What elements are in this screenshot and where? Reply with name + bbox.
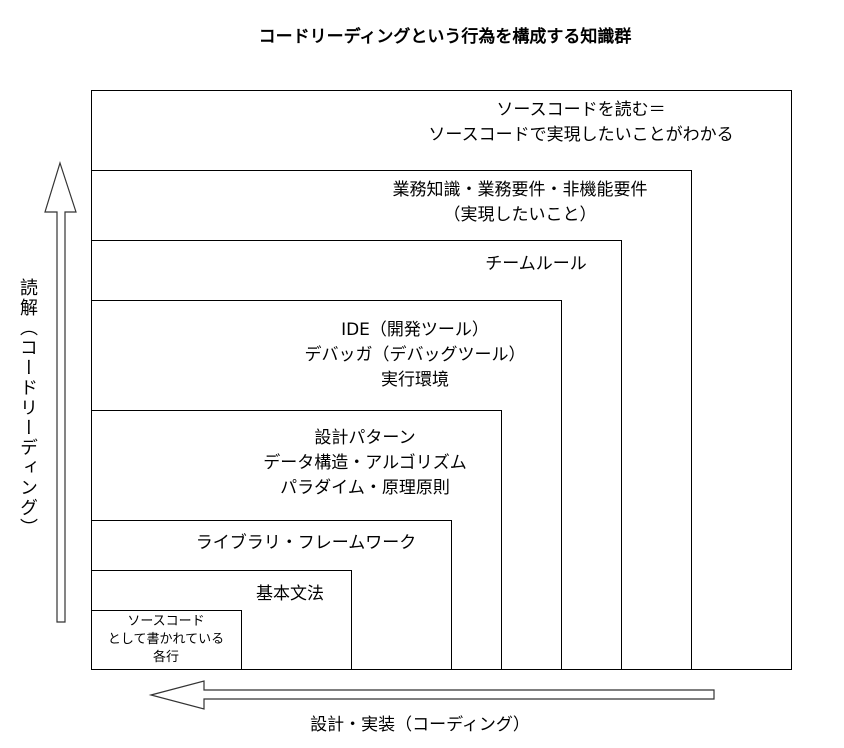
reading-axis-label: 読解（コードリーディング） xyxy=(17,278,38,538)
layer-label-design: 設計パターン データ構造・アルゴリズム パラダイム・原理原則 xyxy=(263,426,467,501)
layer-label-source-reading: ソースコードを読む＝ ソースコードで実現したいことがわかる xyxy=(428,98,733,148)
layer-label-business: 業務知識・業務要件・非機能要件 （実現したいこと） xyxy=(393,178,648,228)
label-line: デバッガ（デバッグツール） xyxy=(304,345,526,365)
label-line: チームルール xyxy=(485,254,587,274)
left-arrow-icon xyxy=(148,680,715,710)
label-line: 各行 xyxy=(152,650,180,665)
label-line: パラダイム・原理原則 xyxy=(280,478,450,498)
label-line: IDE（開発ツール） xyxy=(341,320,489,340)
up-arrow-icon xyxy=(44,161,77,623)
diagram-title: コードリーディングという行為を構成する知識群 xyxy=(258,27,632,47)
label-line: ソースコード xyxy=(127,614,205,629)
label-line: 業務知識・業務要件・非機能要件 xyxy=(392,180,648,200)
label-line: データ構造・アルゴリズム xyxy=(263,453,467,473)
label-line: ソースコードで実現したいことがわかる xyxy=(428,125,734,145)
label-line: ライブラリ・フレームワーク xyxy=(195,533,417,553)
label-line: 基本文法 xyxy=(256,584,324,604)
layer-label-team-rules: チームルール xyxy=(485,252,587,277)
label-line: （実現したいこと） xyxy=(443,205,597,225)
layer-label-tools: IDE（開発ツール） デバッガ（デバッグツール） 実行環境 xyxy=(305,318,526,393)
layer-box-lines xyxy=(91,610,242,670)
coding-axis-label: 設計・実装（コーディング） xyxy=(310,715,530,735)
label-line: として書かれている xyxy=(107,632,225,647)
layer-label-lines: ソースコード として書かれている 各行 xyxy=(108,613,224,667)
layer-label-library: ライブラリ・フレームワーク xyxy=(196,531,417,556)
label-line: ソースコードを読む＝ xyxy=(496,100,666,120)
label-line: 実行環境 xyxy=(381,370,449,390)
layer-label-grammar: 基本文法 xyxy=(256,582,324,607)
label-line: 設計パターン xyxy=(314,428,416,448)
